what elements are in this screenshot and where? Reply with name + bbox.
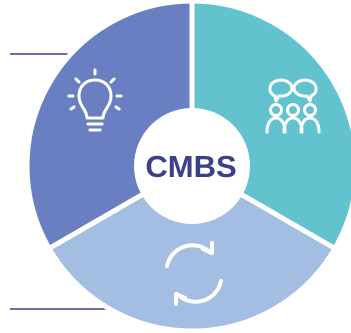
lightbulb-icon bbox=[67, 68, 123, 132]
center-hub bbox=[134, 108, 250, 224]
segment-bottom bbox=[46, 163, 338, 333]
center-label: CMBS bbox=[145, 149, 236, 184]
people-chat-icon bbox=[265, 78, 321, 134]
refresh-cycle-icon bbox=[165, 241, 223, 306]
